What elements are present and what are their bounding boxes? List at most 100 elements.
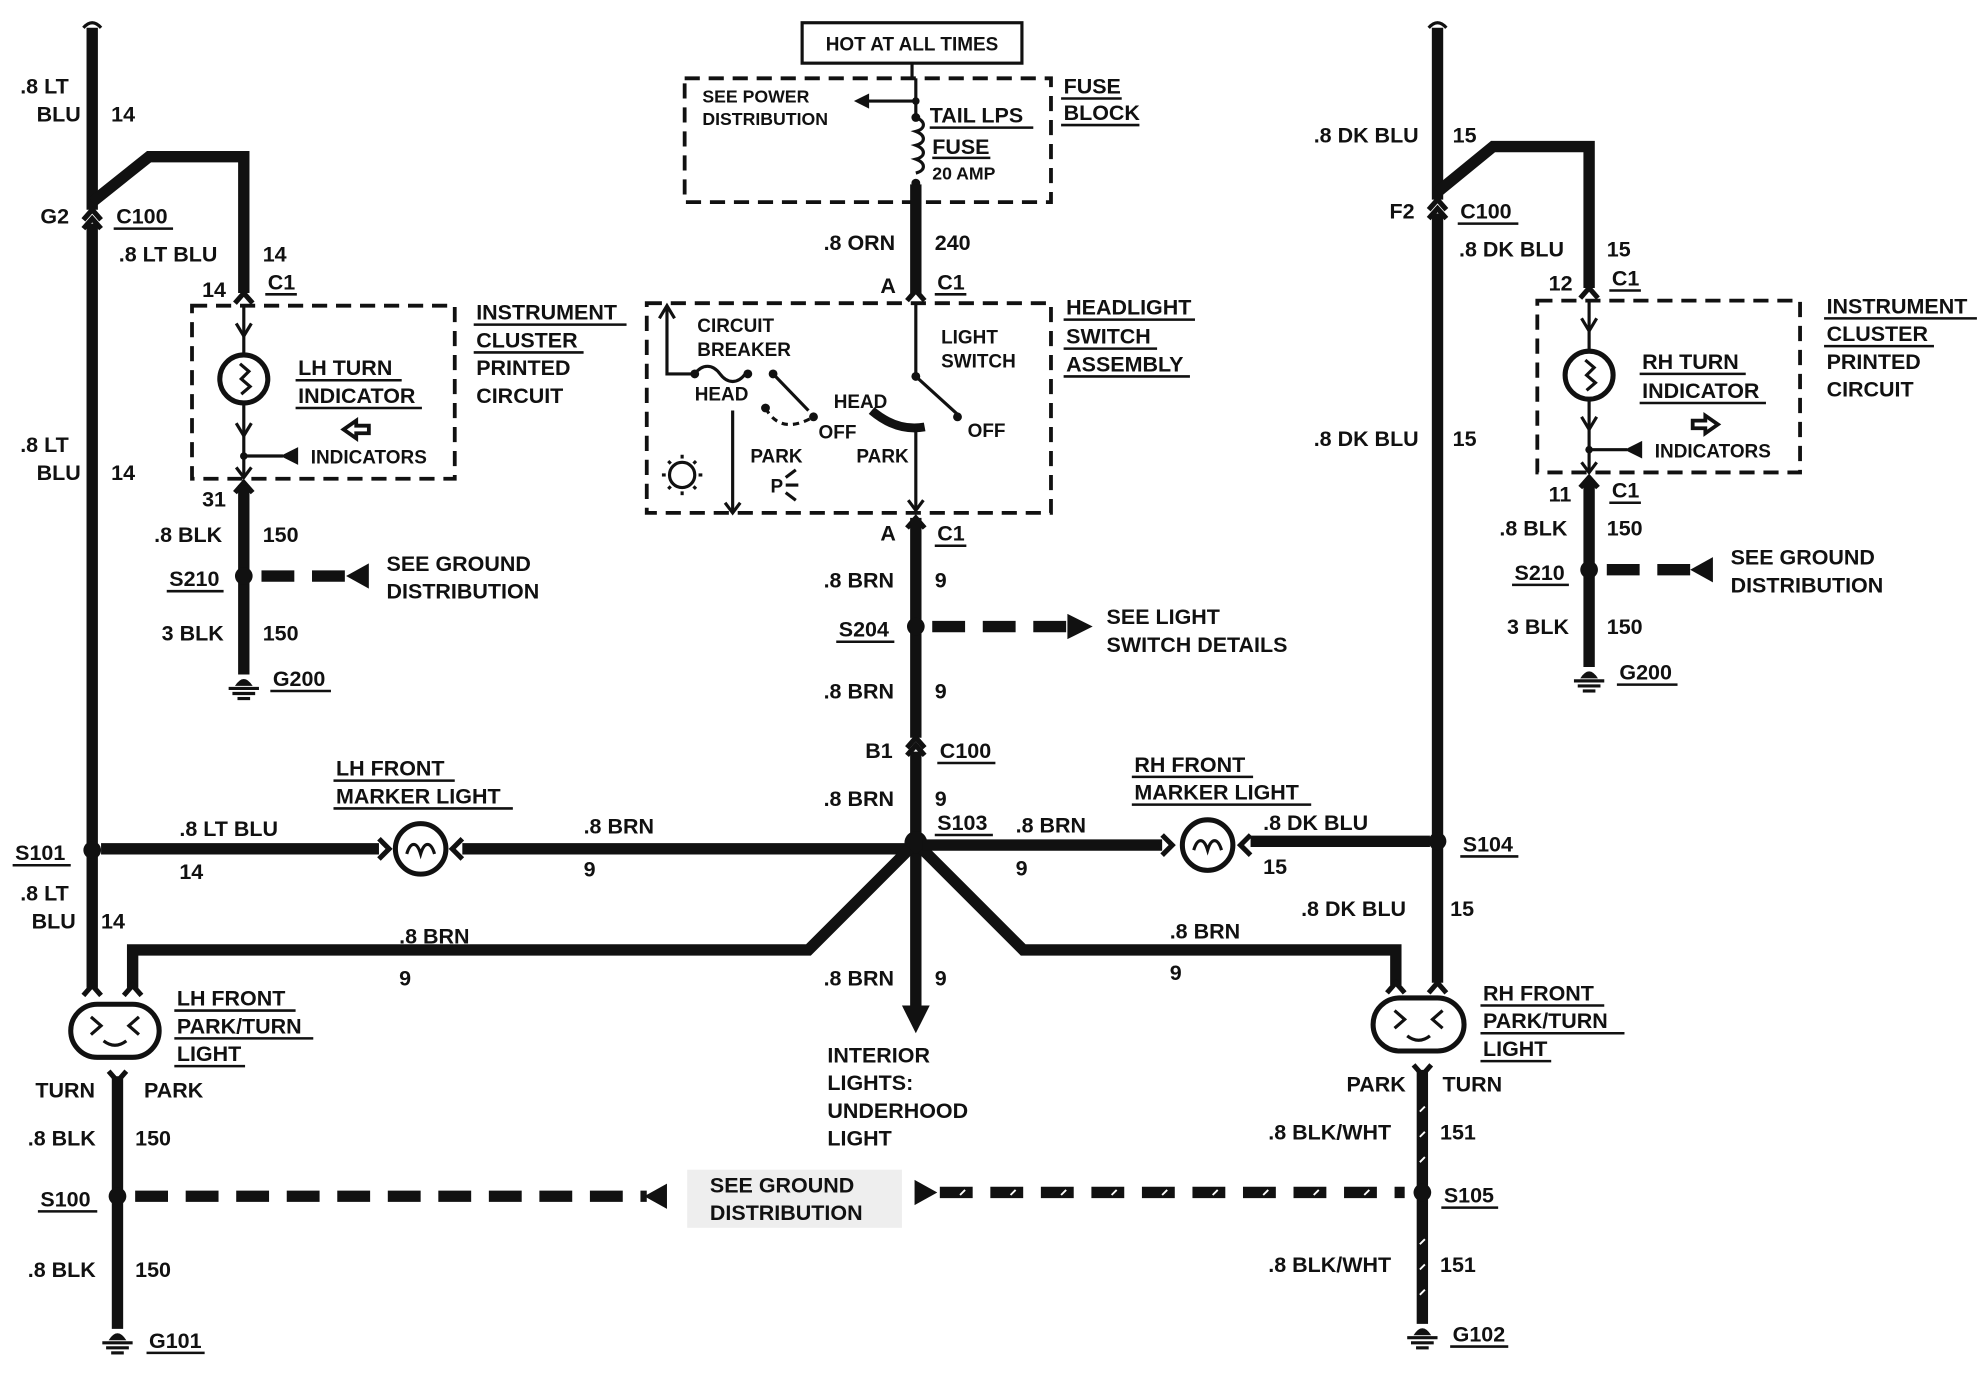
rh-turn-arrow-icon	[1690, 411, 1722, 437]
interior-label-4: LIGHT	[827, 1127, 891, 1151]
rh-dk-blu-label-3: .8 DK BLU	[1314, 427, 1419, 451]
s204-label: S204	[839, 618, 889, 642]
bottom-see-ground-label-2: DISTRIBUTION	[710, 1201, 863, 1225]
cb-head-label: HEAD	[695, 384, 749, 405]
rh-turn-ind-label-2: INDICATOR	[1642, 379, 1760, 403]
pin-a-top: A	[880, 274, 896, 298]
conn-c1-bottom: C1	[937, 522, 965, 546]
see-light-label-1: SEE LIGHT	[1107, 605, 1220, 629]
rh-see-ground-label-2: DISTRIBUTION	[1731, 573, 1884, 597]
lh-blk-label-3: .8 BLK	[28, 1127, 96, 1151]
headlight-switch-assembly: .8 ORN 240 A C1 CIRCUIT BREAKER HEAD PAR…	[644, 231, 1195, 516]
rh-circuit-15-c: 15	[1453, 427, 1477, 451]
lh-lt-blu-label-3b: BLU	[37, 461, 81, 485]
ls-off-label: OFF	[968, 421, 1006, 442]
lh-lt-blu-label-4a: .8 LT	[20, 882, 69, 906]
lh-blk-label-4: .8 BLK	[28, 1258, 96, 1282]
lh-circuit-14-b: 14	[263, 242, 287, 266]
rh-pin-11: 11	[1549, 482, 1572, 506]
rh-g102-label: G102	[1453, 1323, 1506, 1347]
rh-circuit-15-d: 15	[1450, 897, 1474, 921]
lh-turn-arrow-icon	[340, 417, 371, 442]
lh-marker-label-2: MARKER LIGHT	[336, 784, 501, 808]
lh-marker-circuit-14: 14	[179, 860, 203, 884]
fuse-block: HOT AT ALL TIMES SEE POWER DISTRIBUTION …	[682, 21, 1141, 294]
lh-main-wire: .8 LT BLU 14 G2 C100 .8 LT BLU 14 .8 LT …	[20, 21, 287, 988]
rh-cluster-label-4: CIRCUIT	[1827, 378, 1914, 402]
interior-label-3: UNDERHOOD	[827, 1099, 968, 1123]
orn-wire-label: .8 ORN	[824, 231, 896, 255]
orn-circuit-label: 240	[935, 231, 971, 255]
fuse-block-label-2: BLOCK	[1064, 101, 1141, 125]
rh-c1-top: C1	[1612, 266, 1640, 290]
center-brown-wire: A C1 .8 BRN 9 S204 SEE LIGHT SWITCH DETA…	[824, 514, 1287, 1151]
lh-lt-blu-label-1b: BLU	[37, 102, 81, 126]
see-power-label-1: SEE POWER	[702, 86, 809, 106]
lh-c1-top: C1	[268, 270, 296, 294]
cb-park-label: PARK	[750, 446, 803, 467]
rh-f2-label: F2	[1390, 200, 1415, 224]
rh-turn-label: TURN	[1443, 1072, 1503, 1096]
conn-c1-top: C1	[937, 270, 965, 294]
interior-label-2: LIGHTS:	[827, 1071, 913, 1095]
rh-park-brn: .8 BRN	[1170, 920, 1240, 944]
lh-indicators-label: INDICATORS	[311, 448, 427, 469]
rh-s210-label: S210	[1515, 561, 1565, 585]
lh-instrument-cluster: 14 C1 LH TURN INDICATOR INDICATORS INSTR…	[154, 270, 627, 701]
light-switch-label-1: LIGHT	[941, 328, 998, 349]
see-power-label-2: DISTRIBUTION	[702, 109, 828, 129]
parking-lamp-icon: P	[771, 468, 799, 502]
circuit-breaker-label-2: BREAKER	[697, 340, 791, 361]
lh-lt-blu-label-4b: BLU	[32, 909, 76, 933]
lh-g101-ground-icon	[102, 1333, 133, 1355]
brn-wire-label-4: .8 BRN	[824, 966, 894, 990]
rh-c100-label: C100	[1460, 200, 1511, 224]
headlight-label-2: SWITCH	[1066, 325, 1151, 349]
rh-park-turn-light: RH FRONT PARK/TURN LIGHT PARK TURN .8 BL…	[914, 978, 1625, 1350]
lh-circuit-14-a: 14	[111, 102, 135, 126]
lh-cluster-label-2: CLUSTER	[476, 328, 578, 352]
lh-turn-ind-label-1: LH TURN	[298, 356, 392, 380]
lh-marker-brn: .8 BRN	[584, 815, 654, 839]
headlamp-icon	[661, 454, 703, 496]
rh-marker-circuit-9: 9	[1016, 856, 1028, 880]
lh-see-ground-label-1: SEE GROUND	[387, 552, 531, 576]
rh-circuit-15-b: 15	[1607, 237, 1631, 261]
lh-marker-light-icon	[377, 821, 465, 877]
center-c100-label: C100	[940, 739, 991, 763]
rh-marker-brn: .8 BRN	[1016, 813, 1086, 837]
rh-marker-label-1: RH FRONT	[1134, 753, 1245, 777]
svg-text:P: P	[771, 477, 784, 498]
rh-park-turn-label-2: PARK/TURN	[1483, 1009, 1608, 1033]
rh-see-ground-label-1: SEE GROUND	[1731, 546, 1875, 570]
lh-park-turn-label-3: LIGHT	[177, 1042, 241, 1066]
rh-main-wire: .8 DK BLU 15 F2 C100 .8 DK BLU 15 .8 DK …	[1314, 21, 1631, 983]
rh-marker-light-icon	[1160, 817, 1253, 873]
rh-stripe-marks	[1419, 1105, 1426, 1296]
headlight-label-1: HEADLIGHT	[1066, 296, 1191, 320]
rh-park-label: PARK	[1347, 1072, 1407, 1096]
lh-s101-label: S101	[15, 841, 65, 865]
rh-marker-label-2: MARKER LIGHT	[1134, 781, 1299, 805]
rh-c1-bottom: C1	[1612, 479, 1640, 503]
lh-lt-blu-label-3a: .8 LT	[20, 433, 69, 457]
rh-g200-label: G200	[1619, 661, 1672, 685]
lh-blk-label-2: 3 BLK	[162, 621, 225, 645]
bottom-see-ground-label-1: SEE GROUND	[710, 1173, 854, 1197]
ls-park-label: PARK	[856, 446, 909, 467]
rh-cluster-label-2: CLUSTER	[1827, 322, 1929, 346]
rh-circuit-151-a: 151	[1440, 1120, 1476, 1144]
circuit-breaker-label-1: CIRCUIT	[697, 316, 774, 337]
lh-s210-label: S210	[169, 567, 219, 591]
lh-marker-circuit-9: 9	[584, 858, 596, 882]
rh-cluster-label-3: PRINTED	[1827, 350, 1921, 374]
lh-turn-label: TURN	[35, 1079, 95, 1103]
brn-circuit-label-4: 9	[935, 966, 947, 990]
lh-cluster-label-4: CIRCUIT	[476, 384, 563, 408]
lh-cluster-label-1: INSTRUMENT	[476, 301, 617, 325]
rh-cluster-label-1: INSTRUMENT	[1827, 294, 1968, 318]
fuse-block-label-1: FUSE	[1064, 74, 1121, 98]
lh-park-circuit-9: 9	[399, 966, 411, 990]
brn-wire-label-1: .8 BRN	[824, 568, 894, 592]
